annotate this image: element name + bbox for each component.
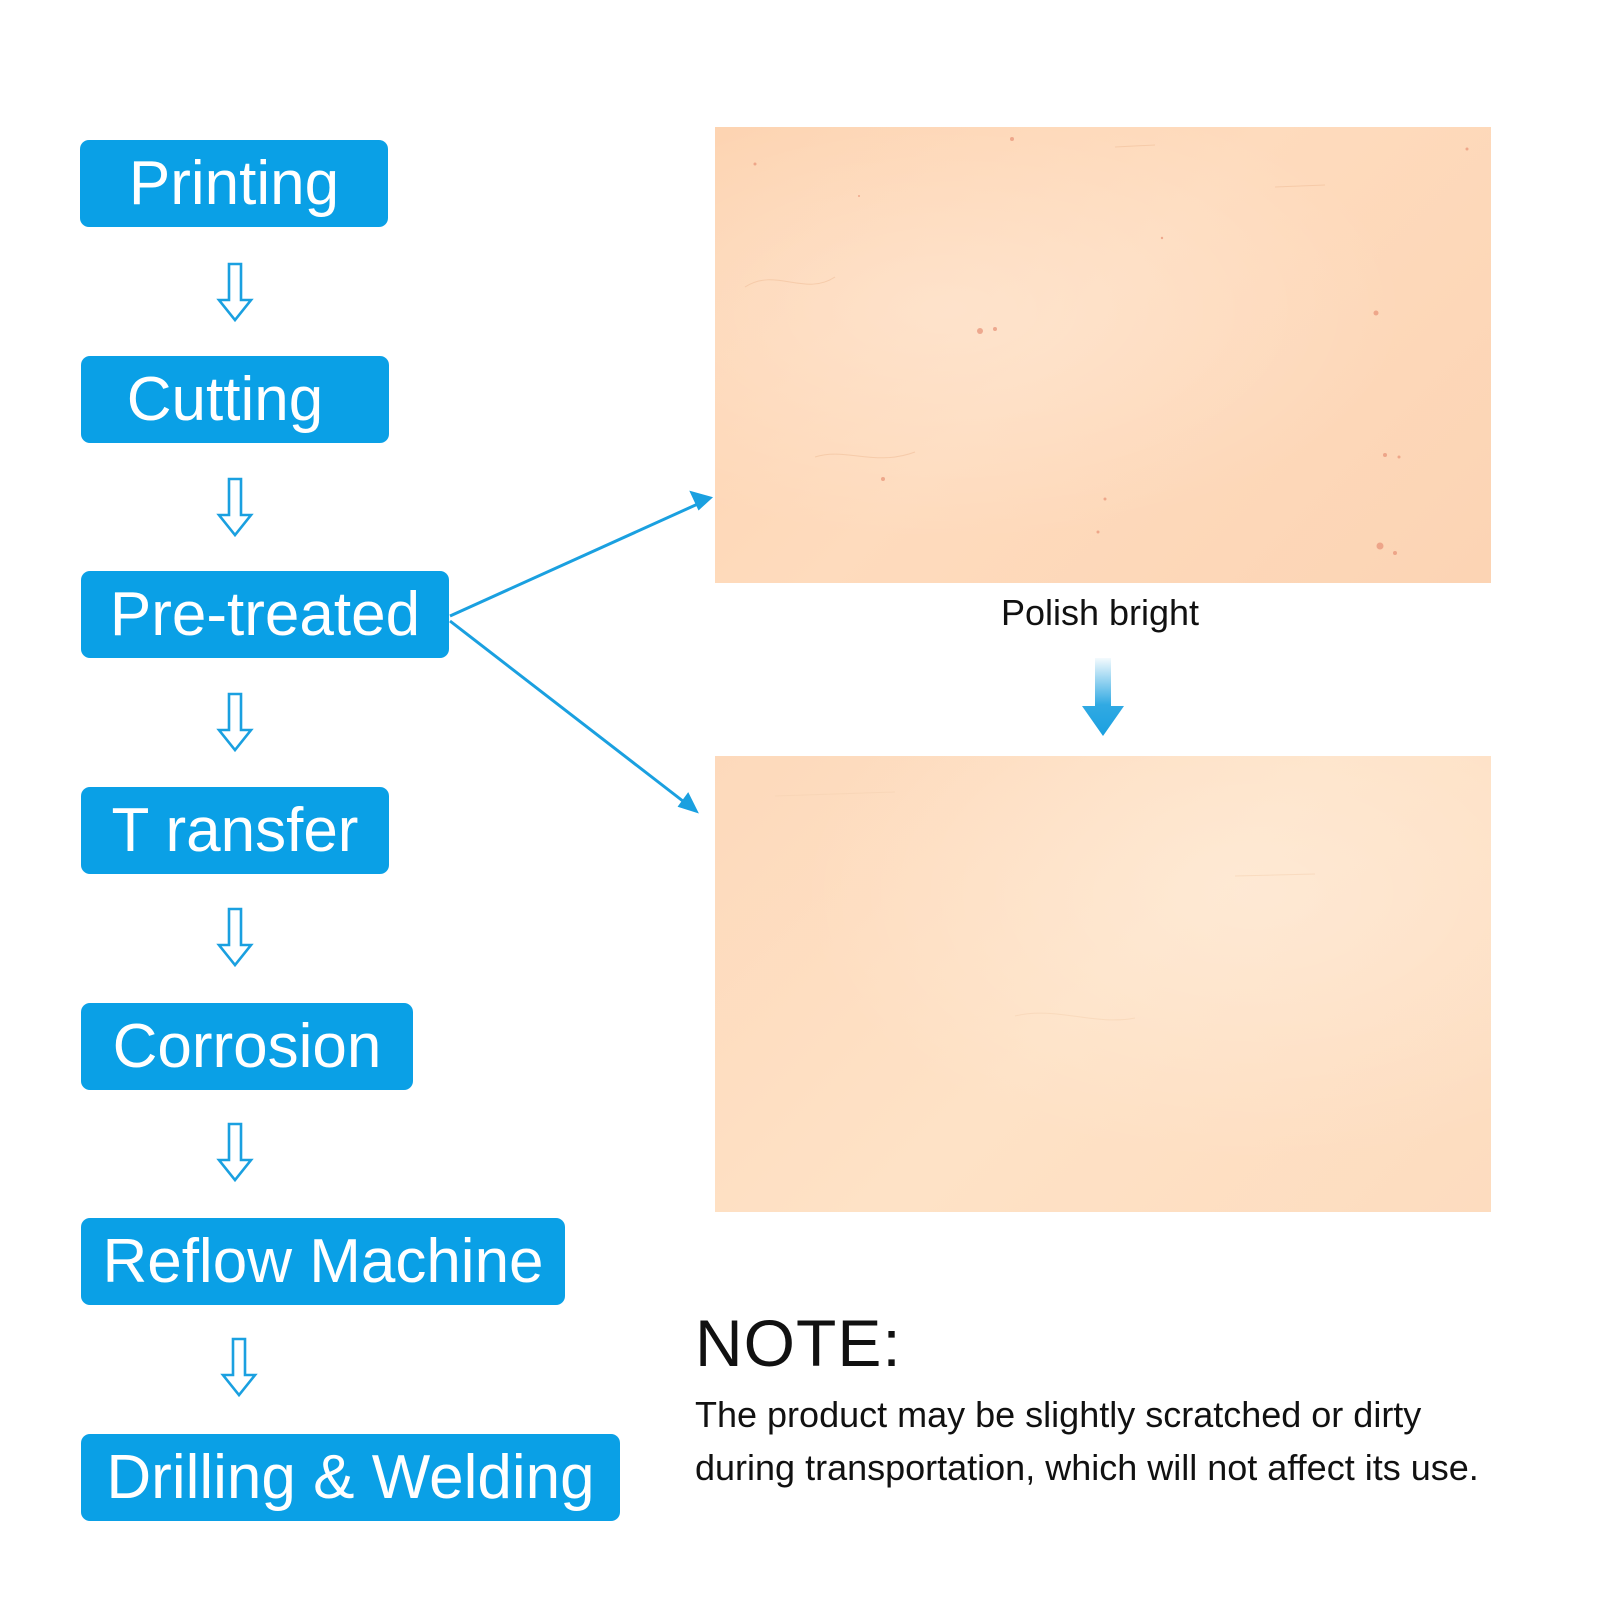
step-cutting: Cutting xyxy=(81,356,389,443)
hollow-down-arrow-icon xyxy=(216,907,254,968)
hollow-down-arrow-icon xyxy=(216,692,254,753)
step-drilling-welding: Drilling & Welding xyxy=(81,1434,620,1521)
step-corrosion: Corrosion xyxy=(81,1003,413,1090)
copper-plate-polished xyxy=(715,756,1491,1212)
step-reflow-machine: Reflow Machine xyxy=(81,1218,565,1305)
thin-arrow-icon xyxy=(449,619,699,814)
step-transfer: T ransfer xyxy=(81,787,389,874)
copper-plate-unpolished xyxy=(715,127,1491,583)
gradient-down-arrow-icon xyxy=(1082,658,1124,736)
note-text-line-2: during transportation, which will not af… xyxy=(695,1447,1479,1488)
polish-bright-caption: Polish bright xyxy=(1000,592,1200,633)
note-title: NOTE: xyxy=(695,1306,902,1380)
step-pre-treated: Pre-treated xyxy=(81,571,449,658)
hollow-down-arrow-icon xyxy=(216,262,254,323)
step-printing: Printing xyxy=(80,140,388,227)
hollow-down-arrow-icon xyxy=(216,1122,254,1183)
hollow-down-arrow-icon xyxy=(220,1337,258,1398)
hollow-down-arrow-icon xyxy=(216,477,254,538)
note-text-line-1: The product may be slightly scratched or… xyxy=(695,1394,1422,1435)
thin-arrow-icon xyxy=(449,490,714,618)
